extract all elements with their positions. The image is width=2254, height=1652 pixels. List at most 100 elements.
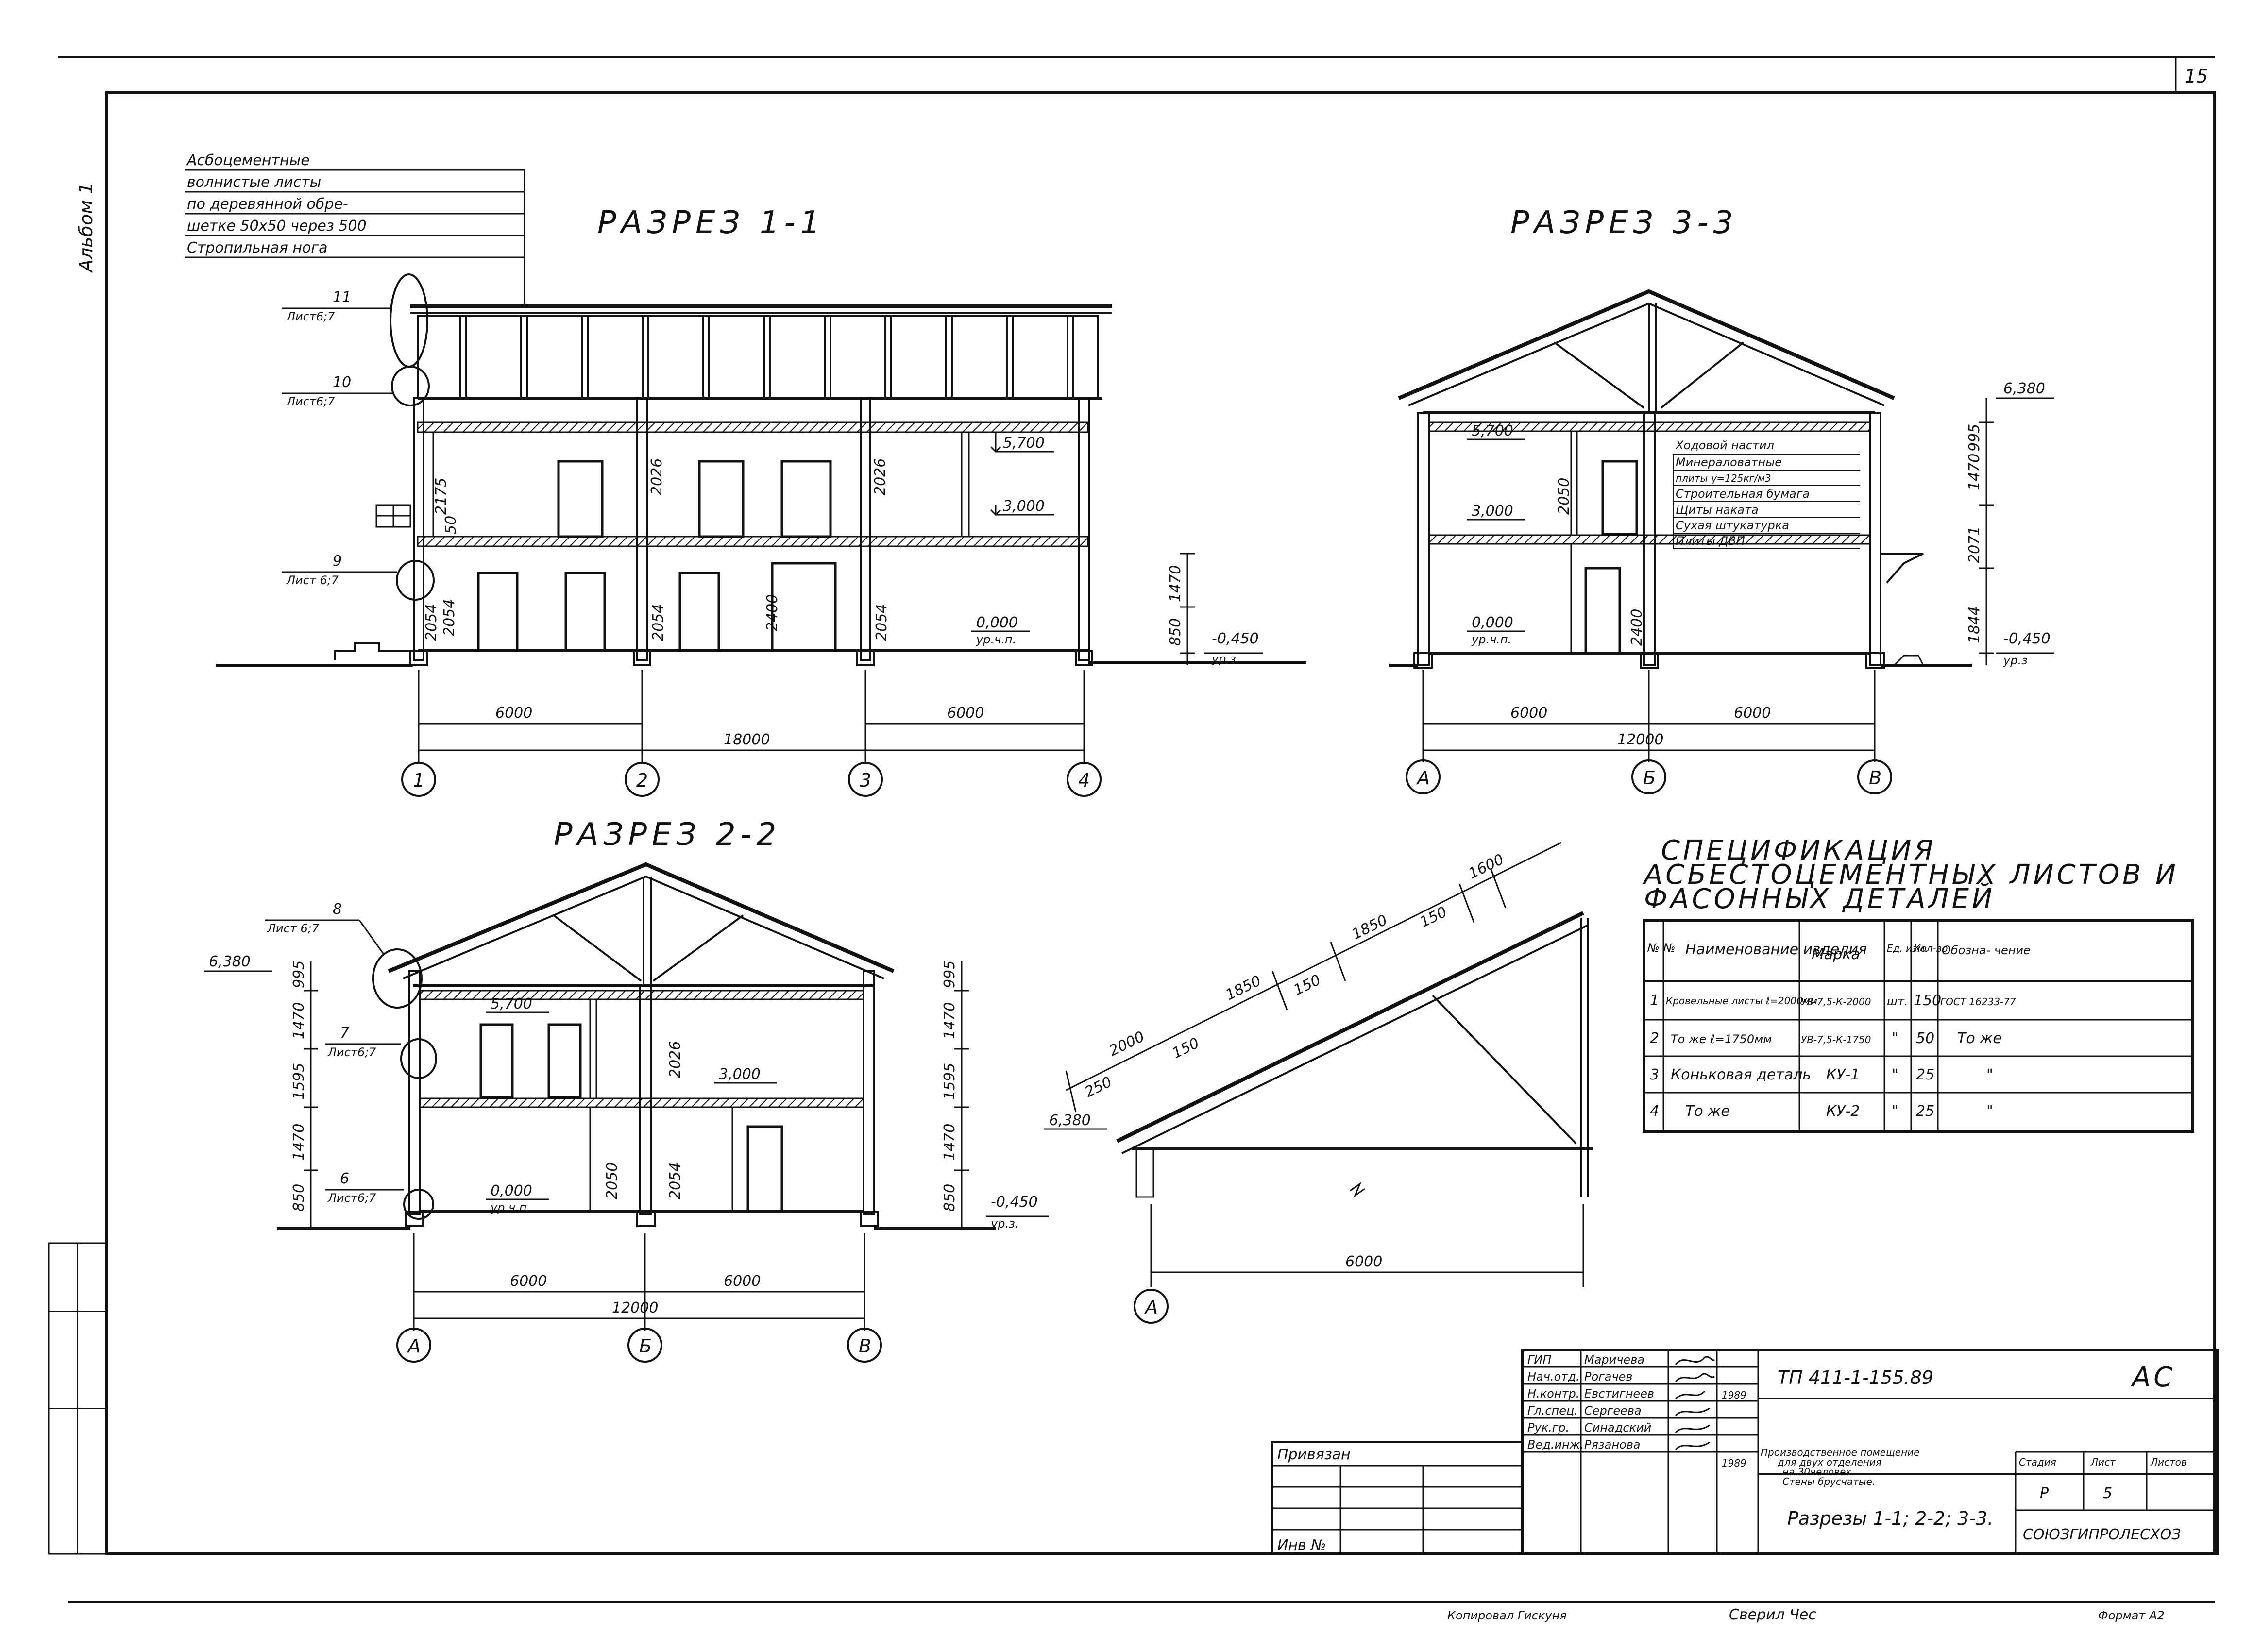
spec-row: 1 Кровельные листы ℓ=2000мм УВ-7,5-К-200… [1650, 992, 2016, 1009]
stamp-name: Рогачев [1584, 1370, 1633, 1383]
level-mark: 6,380 [2003, 380, 2045, 397]
level-mark: 0,000 [491, 1182, 532, 1199]
sheet-frame: 15 Альбом 1 [48, 56, 2216, 1603]
callout-ref: Лист6;7 [327, 1045, 376, 1059]
sheet-value: 5 [2103, 1485, 2112, 1502]
roof-note: Асбоцементные волнистые листы по деревян… [185, 152, 525, 306]
height-dim: 1470 [941, 1124, 958, 1161]
spec-cell: 1 [1650, 992, 1659, 1009]
section-1-1-axes: 1 2 3 4 [401, 762, 1102, 797]
callout-ref: Лист6;7 [286, 395, 335, 408]
callout-ref: Лист 6;7 [286, 573, 339, 587]
stage-value: Р [2040, 1485, 2049, 1502]
height-dim: 1595 [941, 1063, 958, 1100]
section-1-1-doors [477, 460, 837, 652]
dim-text: 250 [1082, 1074, 1115, 1101]
layer-line: Щиты наката [1676, 503, 1759, 517]
spec-cell: УВ-7,5-К-2000 [1801, 996, 1871, 1008]
dim-text: 18000 [724, 731, 770, 748]
stamp-name: Синадский [1584, 1421, 1651, 1434]
level-mark: 3,000 [1472, 503, 1513, 520]
height-dim: 2050 [1556, 478, 1573, 515]
stamp-role: Нач.отд. [1527, 1370, 1579, 1383]
section-1-1-levels: 5,700 3,000 0,000 ур.ч.п. -0,450 ур.з [971, 432, 1263, 666]
level-note: ур.з. [990, 1217, 1018, 1231]
callout-ref: Лист 6;7 [267, 922, 320, 935]
spec-header: № № [1646, 941, 1676, 955]
axis-label: А [407, 1335, 421, 1357]
level-mark: 3,000 [719, 1066, 761, 1083]
level-mark: 6,380 [209, 953, 251, 970]
copied-by: Копировал Гискуня [1447, 1609, 1567, 1622]
height-dim: 995 [941, 961, 958, 988]
album-label: Альбом 1 [75, 183, 97, 273]
section-1-1: РАЗРЕЗ 1-1 Асбоцементные волнистые листы… [185, 152, 1306, 797]
spec-cell: " [1892, 1103, 1898, 1120]
spec-cell: КУ-2 [1826, 1103, 1860, 1120]
stamp-row: ГИП Маричева [1527, 1353, 1644, 1366]
height-dim: 2026 [667, 1041, 684, 1078]
level-note: ур.з [1211, 652, 1236, 666]
section-3-3-dims: 6000 6000 12000 А Б В [1406, 670, 1892, 794]
spec-header: Обозна- чение [1942, 944, 2031, 957]
dim-text: 6000 [1345, 1253, 1382, 1270]
level-mark: 3,000 [1003, 498, 1045, 515]
inv-label: Инв № [1277, 1537, 1326, 1554]
spec-cell: шт. [1887, 995, 1908, 1008]
spec-cell: Коньковая деталь [1671, 1066, 1811, 1083]
section-1-1-heights: 2175 50 2026 2026 2400 2054 2054 2054 20… [423, 432, 1195, 665]
section-2-2: РАЗРЕЗ 2-2 [204, 817, 1049, 1363]
section-2-2-title: РАЗРЕЗ 2-2 [554, 817, 781, 853]
height-dim: 2400 [764, 594, 781, 631]
axis-label: 1 [413, 770, 424, 791]
height-dim: 2054 [441, 599, 458, 636]
height-dim: 2400 [1628, 609, 1645, 646]
stamp-row: Гл.спец. Сергеева [1527, 1404, 1642, 1417]
dim-text: 6000 [947, 705, 984, 722]
level-mark: 5,700 [491, 995, 532, 1012]
second-floor-slab [417, 536, 1089, 547]
section-2-2-levels: 6,380 5,700 3,000 0,000 ур.ч.п. -0,450 у… [204, 953, 1049, 1231]
organization: СОЮЗГИПРОЛЕСХОЗ [2023, 1526, 2181, 1543]
callout-ref: Лист6;7 [286, 310, 335, 323]
height-dim: 2054 [423, 604, 440, 641]
stage-header: Стадия [2019, 1456, 2056, 1468]
spec-cell: То же ℓ=1750мм [1671, 1032, 1772, 1046]
stamp-role: Рук.гр. [1527, 1421, 1569, 1434]
section-1-1-title: РАЗРЕЗ 1-1 [597, 205, 825, 241]
stamp-name: Евстигнеев [1584, 1387, 1654, 1400]
height-dim: 2026 [872, 458, 889, 495]
axis-label: Б [1643, 767, 1656, 789]
spec-cell: " [1892, 1030, 1898, 1047]
axis-label: 2 [636, 770, 648, 791]
spec-cell: 25 [1916, 1103, 1934, 1120]
stamp-role: Гл.спец. [1527, 1404, 1578, 1417]
privyazan-label: Привязан [1277, 1446, 1351, 1463]
dim-text: 1600 [1466, 851, 1507, 882]
height-dim: 1470 [290, 1124, 307, 1161]
callout-number: 9 [333, 553, 342, 570]
height-dim: 2054 [667, 1163, 684, 1199]
roof-detail: 250 2000 150 1850 150 1850 150 1600 6,38… [1044, 842, 1593, 1324]
spec-cell: " [1892, 1066, 1898, 1083]
height-dim: 850 [941, 1184, 958, 1212]
object-name-line: для двух отделения [1777, 1456, 1881, 1468]
spec-header-row: № № Наименование изделия Марка Ед. изм. … [1646, 941, 2031, 963]
project-code: ТП 411-1-155.89 [1778, 1367, 1933, 1388]
title-block: Привязан Инв № ГИП Маричева Нач.отд. Рог… [1271, 1349, 2219, 1555]
spec-cell: 50 [1916, 1030, 1934, 1047]
dim-text: 6000 [724, 1273, 761, 1290]
layer-line: Плиты ДВП [1676, 534, 1745, 548]
spec-cell: 3 [1650, 1066, 1659, 1083]
sheet-number: 15 [2185, 66, 2208, 87]
spec-cell: То же [1957, 1030, 2002, 1047]
height-dim: 995 [290, 961, 307, 988]
specification: СПЕЦИФИКАЦИЯ АСБЕСТОЦЕМЕНТНЫХ ЛИСТОВ И Ф… [1643, 835, 2194, 1133]
stamp-row: Рук.гр. Синадский [1527, 1421, 1651, 1434]
stamp-row: Вед.инж. Рязанова [1527, 1438, 1641, 1451]
axis-label: 3 [860, 770, 871, 791]
axis-label: А [1416, 767, 1430, 789]
attic-floor-slab [417, 421, 1089, 433]
height-dim: 1470 [290, 1002, 307, 1039]
